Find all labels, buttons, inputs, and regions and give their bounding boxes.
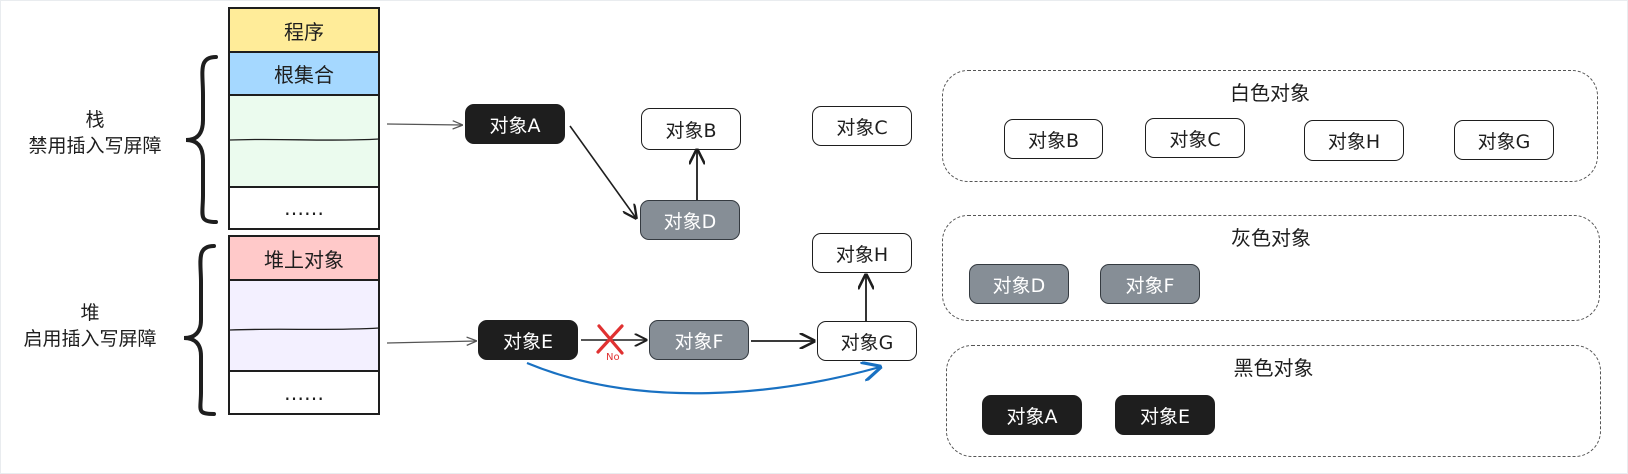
heap-title: 堆	[80, 302, 100, 324]
heap-ellipsis: ……	[284, 380, 324, 405]
program-label: 程序	[284, 19, 324, 44]
heap-ellipsis-cell: ……	[228, 370, 380, 415]
node-b: 对象B	[641, 108, 741, 150]
gray-group-title: 灰色对象	[1231, 226, 1311, 250]
gray-item: 对象F	[1100, 264, 1200, 304]
node-e: 对象E	[478, 320, 578, 360]
stack-subtitle: 禁用插入写屏障	[28, 135, 162, 157]
heap-objects-cell: 堆上对象	[228, 235, 380, 281]
gray-item: 对象D	[969, 264, 1069, 304]
black-item: 对象A	[982, 395, 1082, 435]
white-item: 对象H	[1304, 120, 1404, 161]
root-set-cell: 根集合	[228, 51, 380, 96]
stack-label: 栈 禁用插入写屏障	[0, 107, 190, 159]
node-g: 对象G	[817, 321, 917, 361]
black-group-title: 黑色对象	[1233, 356, 1314, 380]
node-d: 对象D	[640, 200, 740, 240]
black-item: 对象E	[1115, 395, 1215, 435]
black-group: 黑色对象 对象A 对象E	[946, 345, 1601, 457]
stack-area	[228, 94, 380, 188]
heap-objects-label: 堆上对象	[264, 247, 344, 272]
node-f: 对象F	[649, 320, 749, 360]
stack-ellipsis-cell: ……	[228, 186, 380, 230]
white-item: 对象C	[1145, 118, 1245, 158]
heap-subtitle: 启用插入写屏障	[23, 328, 157, 350]
node-c: 对象C	[812, 106, 912, 146]
heap-label: 堆 启用插入写屏障	[0, 300, 185, 352]
gray-group: 灰色对象 对象D 对象F	[942, 215, 1600, 321]
white-item: 对象G	[1454, 120, 1554, 160]
white-group-title: 白色对象	[1230, 81, 1310, 105]
heap-area	[228, 279, 380, 372]
node-h: 对象H	[812, 233, 912, 273]
white-group: 白色对象 对象B 对象C 对象H 对象G	[942, 70, 1598, 182]
root-set-label: 根集合	[274, 63, 334, 87]
stack-title: 栈	[85, 109, 105, 131]
stack-ellipsis: ……	[284, 196, 324, 220]
white-item: 对象B	[1004, 119, 1103, 159]
program-cell: 程序	[228, 7, 380, 53]
blocked-label: No	[606, 352, 620, 363]
node-a: 对象A	[465, 104, 565, 144]
